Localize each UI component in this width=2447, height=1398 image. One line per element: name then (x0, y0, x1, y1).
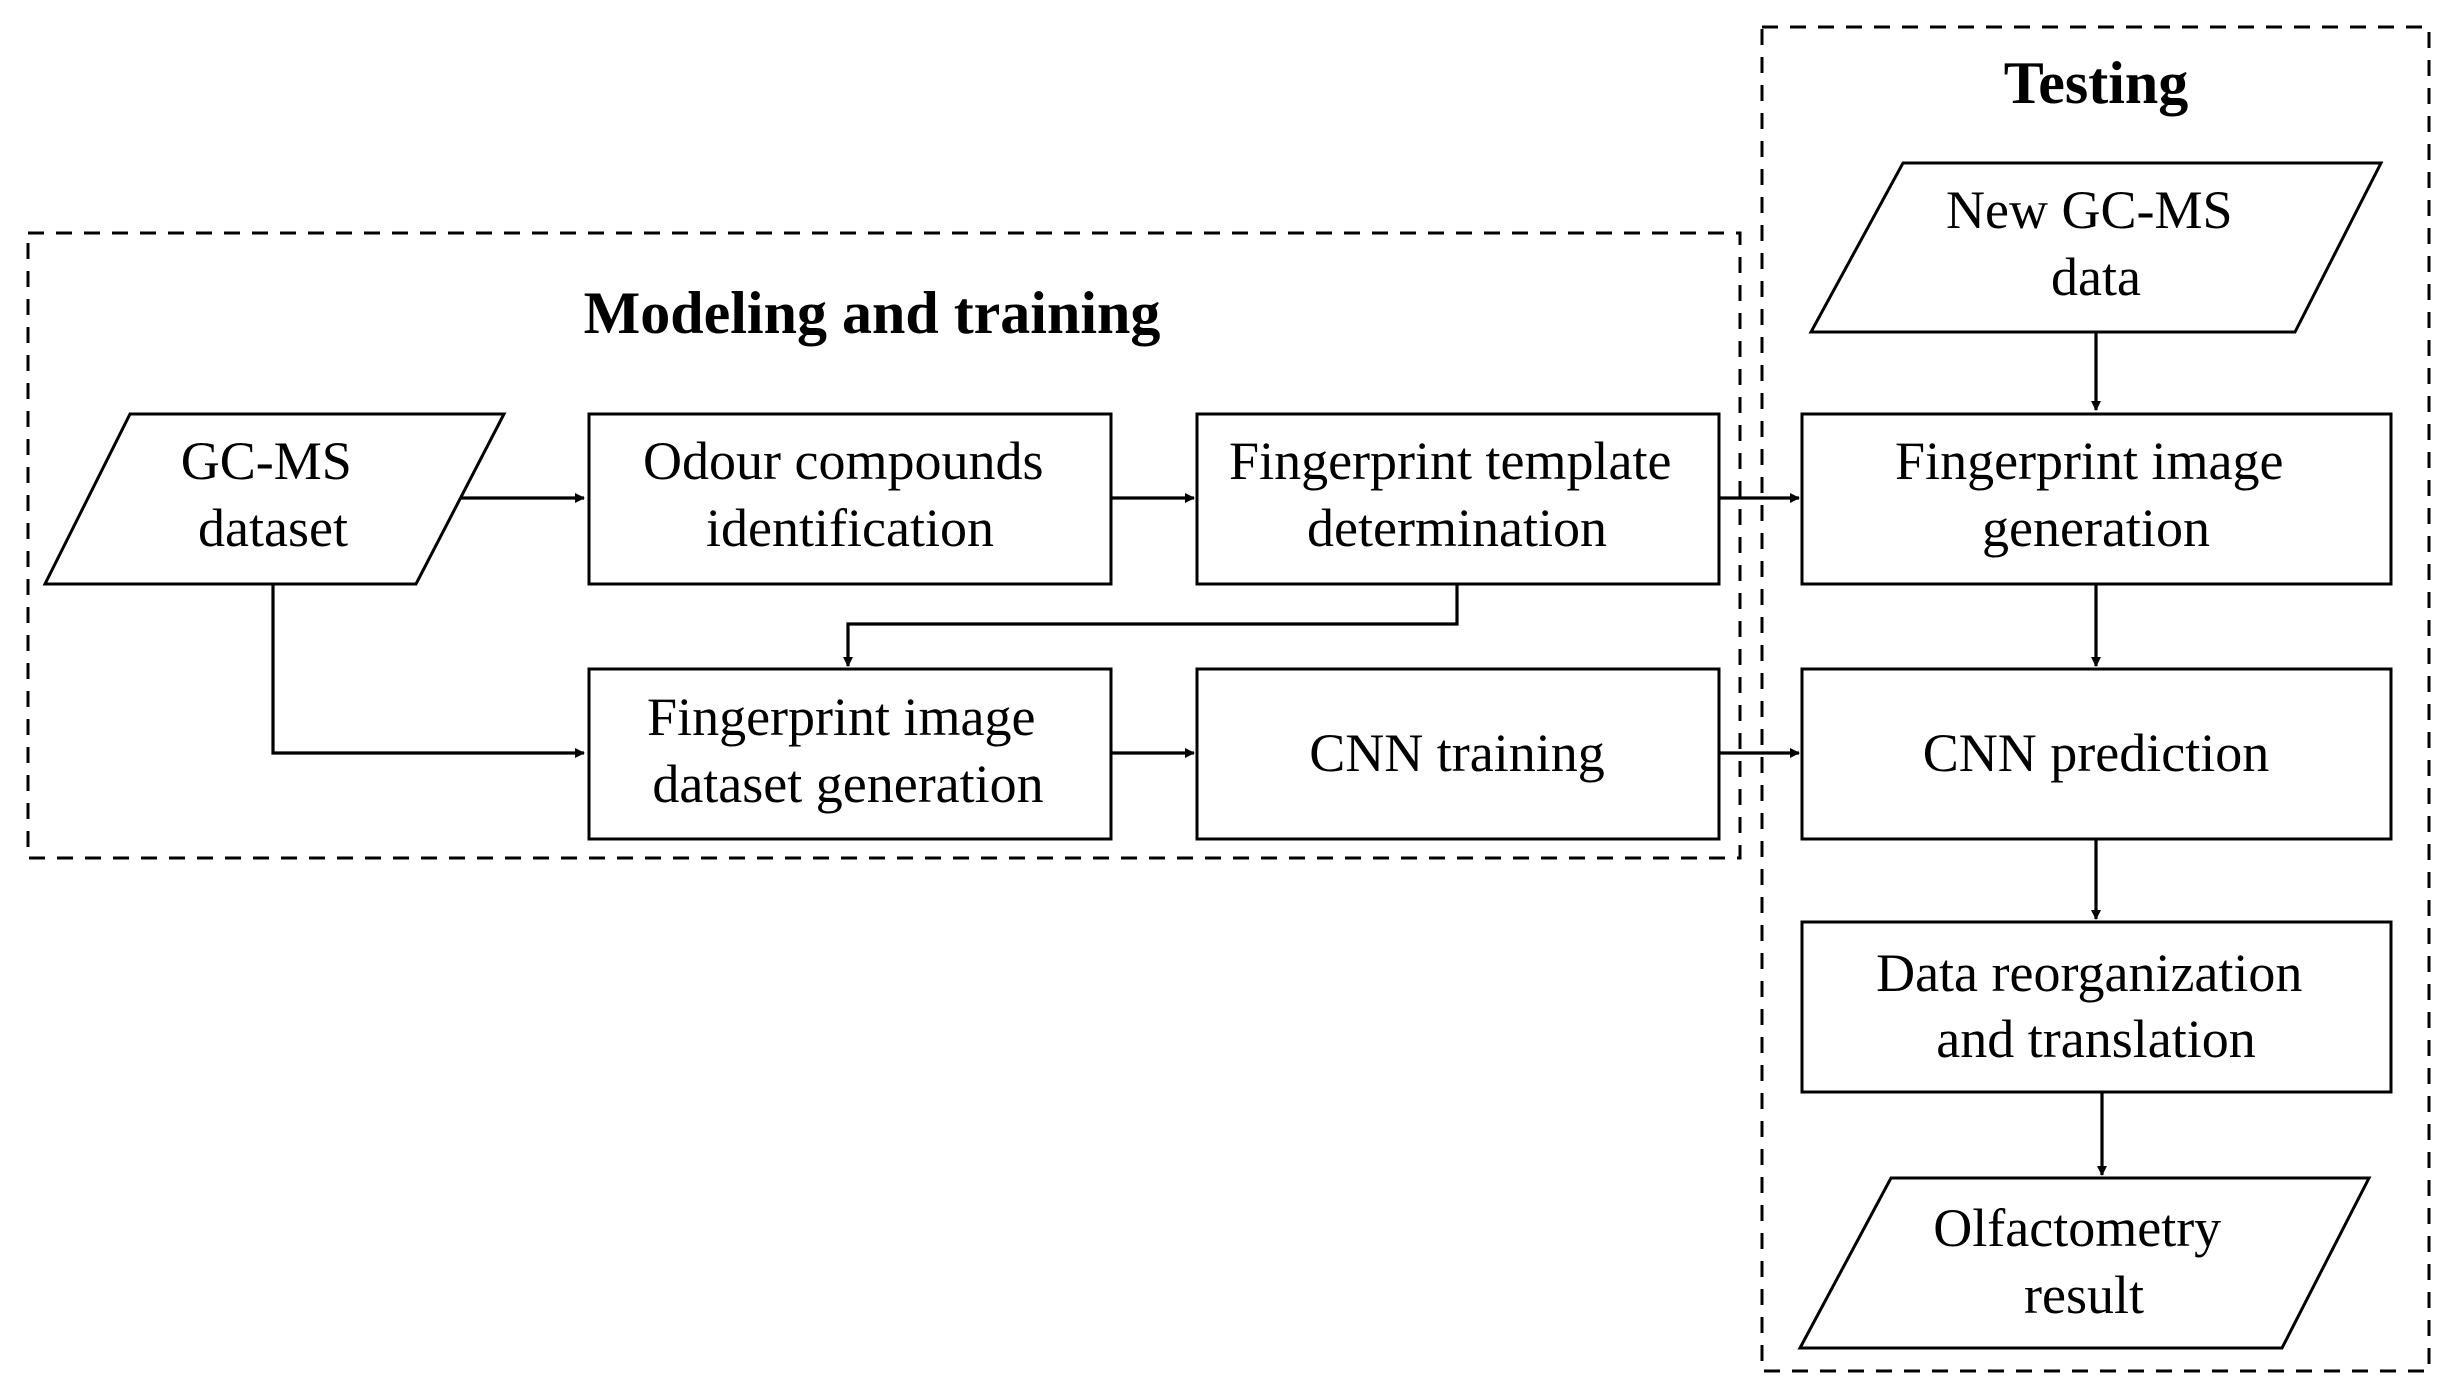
olfactometry-shape (1797, 1176, 2372, 1350)
odour-compounds-line-1: Odour compounds (643, 431, 1043, 491)
olfactometry-line-2: result (2024, 1265, 2144, 1325)
gcms-dataset-line-1: GC-MS (181, 431, 352, 491)
fingerprint-generation-node: Fingerprint image generation (1800, 412, 2393, 586)
cnn-training-line-1: CNN training (1309, 723, 1604, 783)
edges (271, 333, 2107, 1176)
data-reorg-shape (1800, 920, 2393, 1094)
cnn-prediction-line-1: CNN prediction (1923, 723, 2269, 783)
cnn-training-label: CNN training (1309, 723, 1604, 783)
data-reorg-node: Data reorganization and translation (1800, 920, 2393, 1094)
new-gcms-line-1: New GC-MS (1946, 180, 2233, 240)
fingerprint-template-shape (1195, 412, 1721, 586)
cnn-prediction-shape (1800, 667, 2393, 841)
fingerprint-generation-line-1: Fingerprint image (1895, 431, 2283, 491)
data-reorg-label: Data reorganization and translation (1876, 943, 2316, 1069)
cnn-training-shape (1195, 667, 1721, 841)
gcms-dataset-line-2: dataset (198, 498, 348, 558)
gcms-dataset-shape (42, 412, 507, 586)
gcms-dataset-label: GC-MS dataset (181, 431, 366, 558)
testing-group-title: Testing (2004, 50, 2189, 116)
fingerprint-dataset-line-2: dataset generation (652, 754, 1043, 814)
edge-template-to-dataset (843, 583, 1459, 667)
odour-compounds-label: Odour compounds identification (643, 431, 1057, 558)
fingerprint-template-node: Fingerprint template determination (1195, 412, 1721, 586)
new-gcms-shape (1808, 161, 2384, 334)
new-gcms-label: New GC-MS data (1946, 180, 2246, 307)
new-gcms-line-2: data (2051, 247, 2141, 307)
gcms-dataset-node: GC-MS dataset (42, 412, 507, 586)
data-reorg-line-2: and translation (1936, 1009, 2255, 1069)
fingerprint-template-line-1: Fingerprint template (1229, 431, 1671, 491)
fingerprint-dataset-label: Fingerprint image dataset generation (647, 687, 1049, 814)
fingerprint-template-label: Fingerprint template determination (1229, 431, 1685, 558)
olfactometry-label: Olfactometry result (1933, 1198, 2234, 1325)
cnn-prediction-node: CNN prediction (1800, 667, 2393, 841)
fingerprint-generation-label: Fingerprint image generation (1895, 431, 2297, 558)
odour-compounds-shape (587, 412, 1113, 586)
cnn-training-node: CNN training (1195, 667, 1721, 841)
edge-gcms-to-dataset (271, 583, 585, 758)
olfactometry-node: Olfactometry result (1797, 1176, 2372, 1350)
cnn-prediction-label: CNN prediction (1923, 723, 2269, 783)
fingerprint-generation-shape (1800, 412, 2393, 586)
olfactometry-line-1: Olfactometry (1933, 1198, 2221, 1258)
training-group-title: Modeling and training (584, 280, 1161, 346)
fingerprint-template-line-2: determination (1307, 498, 1607, 558)
new-gcms-node: New GC-MS data (1808, 161, 2384, 334)
fingerprint-dataset-node: Fingerprint image dataset generation (587, 667, 1113, 841)
fingerprint-dataset-line-1: Fingerprint image (647, 687, 1035, 747)
fingerprint-generation-line-2: generation (1982, 498, 2210, 558)
fingerprint-dataset-shape (587, 667, 1113, 841)
odour-compounds-node: Odour compounds identification (587, 412, 1113, 586)
odour-compounds-line-2: identification (706, 498, 994, 558)
data-reorg-line-1: Data reorganization (1876, 943, 2302, 1003)
training-group-frame (26, 231, 1742, 860)
